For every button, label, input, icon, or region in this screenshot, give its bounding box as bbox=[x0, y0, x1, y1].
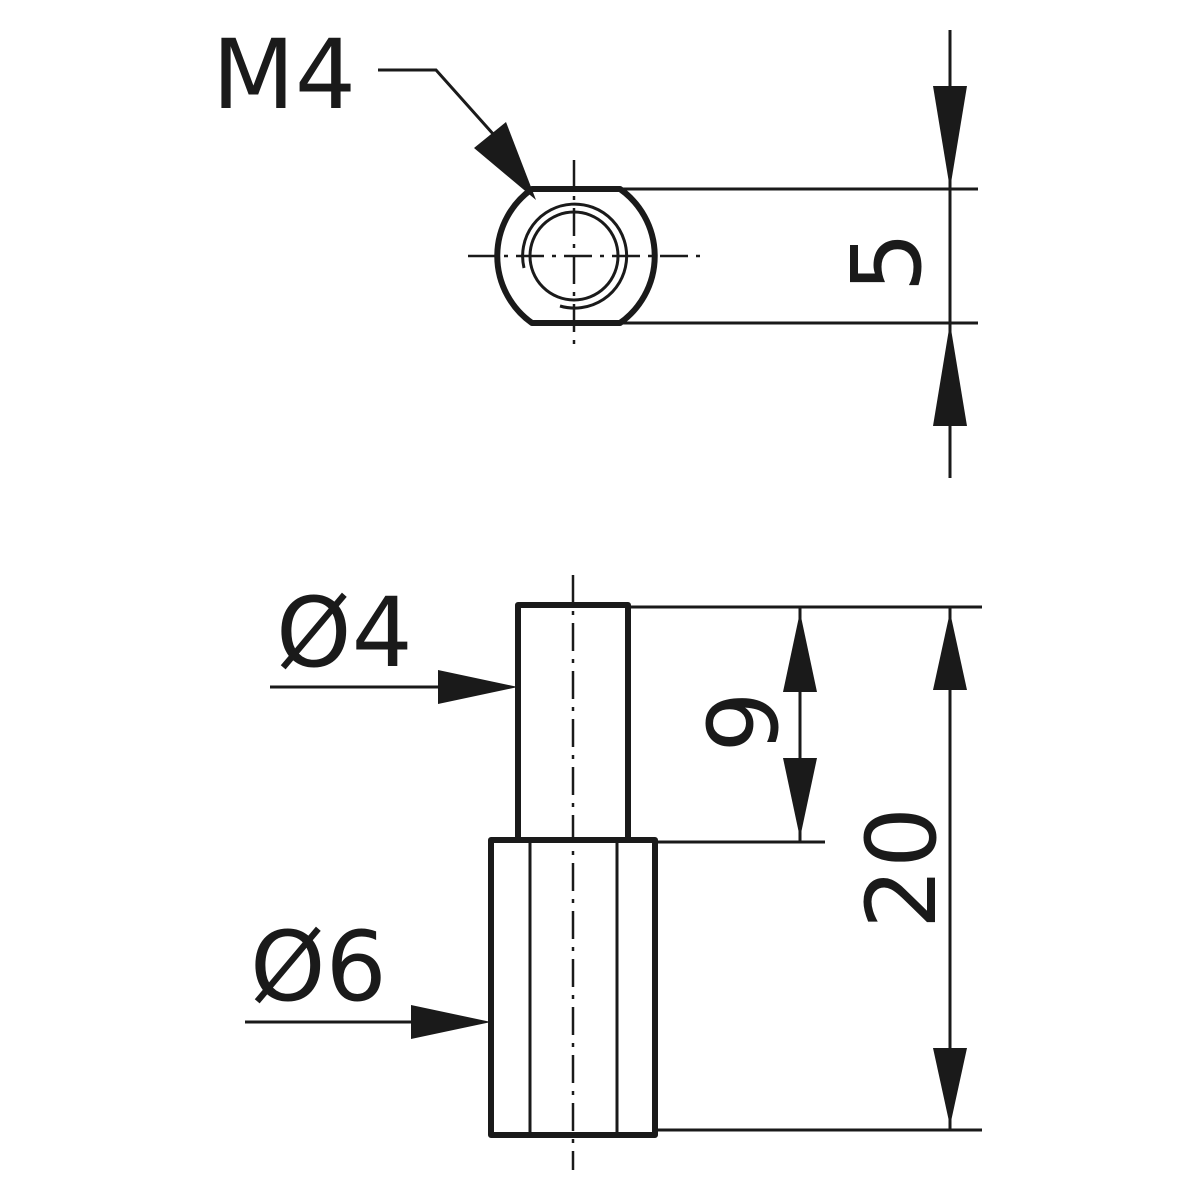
thread-label: M4 bbox=[212, 19, 356, 131]
pin-length-label: 9 bbox=[688, 691, 800, 752]
top-view: M4 5 bbox=[212, 19, 978, 478]
body-diameter-arrow bbox=[411, 1005, 491, 1039]
thread-bore-outer-arc bbox=[521, 202, 629, 310]
dim-20-arrow-bottom bbox=[933, 1048, 967, 1126]
pin-diameter-arrow bbox=[438, 670, 518, 704]
dim-5-arrow-top bbox=[933, 86, 967, 189]
dim-20-arrow-top bbox=[933, 612, 967, 690]
pin-diameter-label: Ø4 bbox=[276, 577, 413, 689]
total-length-label: 20 bbox=[846, 807, 958, 929]
thread-leader-arrow bbox=[474, 122, 536, 200]
dim-9-arrow-top bbox=[783, 612, 817, 692]
thread-leader-line bbox=[378, 68, 496, 136]
dim-5-arrow-bottom bbox=[933, 323, 967, 426]
width-5-label: 5 bbox=[831, 231, 943, 292]
dim-9-arrow-bottom bbox=[783, 758, 817, 838]
side-view: Ø4 Ø6 9 20 bbox=[245, 575, 982, 1170]
body-diameter-label: Ø6 bbox=[250, 911, 387, 1023]
